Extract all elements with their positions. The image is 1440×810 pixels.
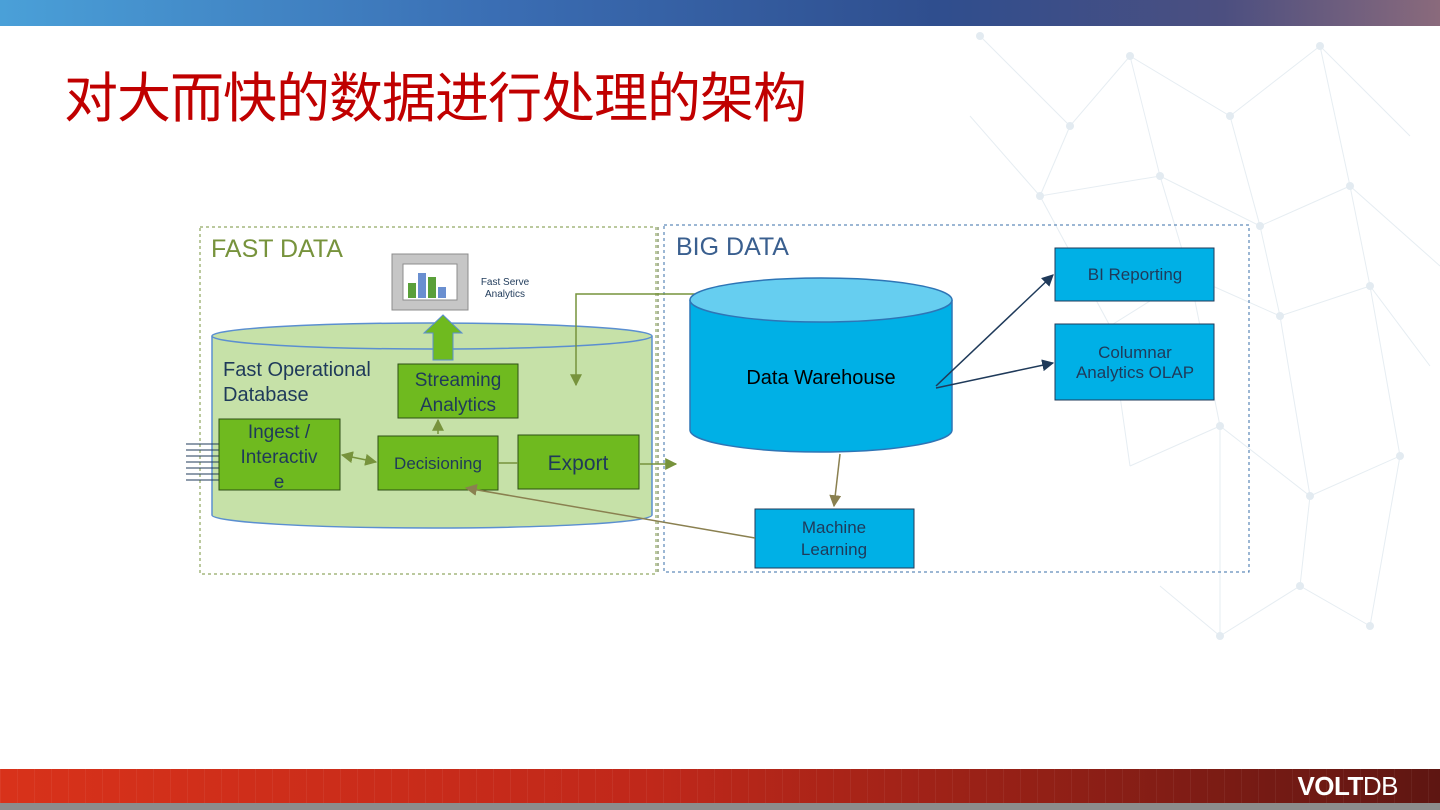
slide-title: 对大而快的数据进行处理的架构 xyxy=(64,67,807,130)
machine-learning-box xyxy=(754,508,915,569)
bi-reporting-label: BI Reporting xyxy=(1088,265,1183,284)
data-warehouse-cylinder xyxy=(689,277,953,453)
fast-serve-label-line1: Fast Serve xyxy=(481,277,530,288)
up-arrow-icon xyxy=(422,314,464,361)
database-label-line1: Fast Operational xyxy=(223,359,371,381)
columnar-label-line2: Analytics OLAP xyxy=(1076,363,1194,382)
big-data-region xyxy=(663,224,1250,573)
footer-strip xyxy=(0,803,1440,810)
ingest-input-lines xyxy=(186,443,219,481)
data-warehouse-label: Data Warehouse xyxy=(746,367,895,389)
columnar-analytics-box xyxy=(1054,323,1215,401)
logo-db-text: DB xyxy=(1362,771,1399,801)
warehouse-olap-arrow xyxy=(935,359,1055,389)
streaming-analytics-box xyxy=(397,363,519,419)
bi-reporting-box xyxy=(1054,247,1215,302)
voltdb-logo: VOLTDB xyxy=(1297,770,1398,802)
fast-data-label: FAST DATA xyxy=(211,235,343,263)
warehouse-ml-arrow xyxy=(829,453,842,508)
logo-volt-text: VOLT xyxy=(1297,771,1363,801)
fast-data-region xyxy=(199,226,657,575)
ingest-interactive-box xyxy=(218,418,341,491)
ingest-label-line1: Ingest / xyxy=(248,422,311,443)
decisioning-label: Decisioning xyxy=(394,454,482,473)
footer-bar xyxy=(0,769,1440,803)
database-label-line2: Database xyxy=(223,384,309,406)
columnar-label-line1: Columnar xyxy=(1098,343,1172,362)
streaming-label-line2: Analytics xyxy=(420,395,496,416)
ml-decisioning-arrow xyxy=(464,483,756,539)
ingest-label-line2: Interactiv xyxy=(240,447,318,468)
chart-icon xyxy=(391,253,469,311)
big-data-label: BIG DATA xyxy=(676,233,789,261)
ingest-label-line3: e xyxy=(274,472,285,493)
ingest-decisioning-arrow xyxy=(340,451,378,466)
fast-serve-label-line2: Analytics xyxy=(485,289,525,300)
ml-label-line1: Machine xyxy=(802,518,866,537)
export-box xyxy=(517,434,640,490)
warehouse-bi-arrow xyxy=(935,274,1054,387)
ml-label-line2: Learning xyxy=(801,540,867,559)
warehouse-feedback-arrow xyxy=(570,293,732,387)
export-label: Export xyxy=(548,452,609,475)
streaming-label-line1: Streaming xyxy=(415,370,502,391)
top-gradient-bar xyxy=(0,0,1440,26)
